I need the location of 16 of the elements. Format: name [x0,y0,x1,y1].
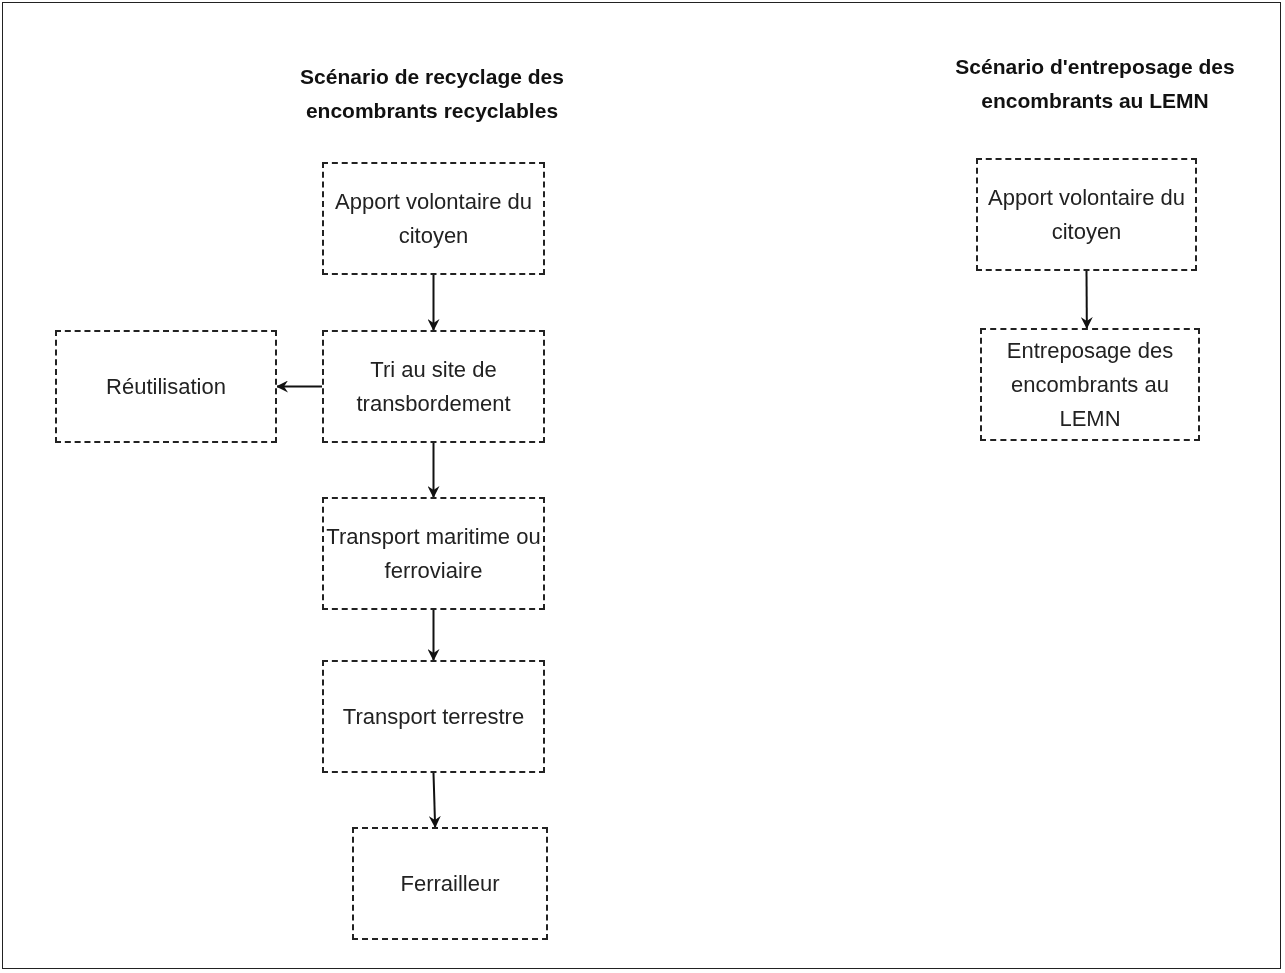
arrow [427,442,440,498]
arrow [428,772,441,828]
process-box: Réutilisation [55,330,277,443]
section-heading: Scénario d'entreposage des encombrants au LEMN [954,54,1236,114]
arrow [1080,270,1093,329]
arrow [427,609,440,661]
section-heading: Scénario de recyclage des encombrants recyclables [299,64,565,124]
process-box: Entreposage des encombrants au LEMN [980,328,1200,441]
process-box: Ferrailleur [352,827,548,940]
process-box: Tri au site de transbordement [322,330,545,443]
process-box: Transport maritime ou ferroviaire [322,497,545,610]
arrow [427,274,440,331]
arrow [276,380,323,393]
process-box: Apport volontaire du citoyen [322,162,545,275]
process-box: Apport volontaire du citoyen [976,158,1197,271]
process-box: Transport terrestre [322,660,545,773]
